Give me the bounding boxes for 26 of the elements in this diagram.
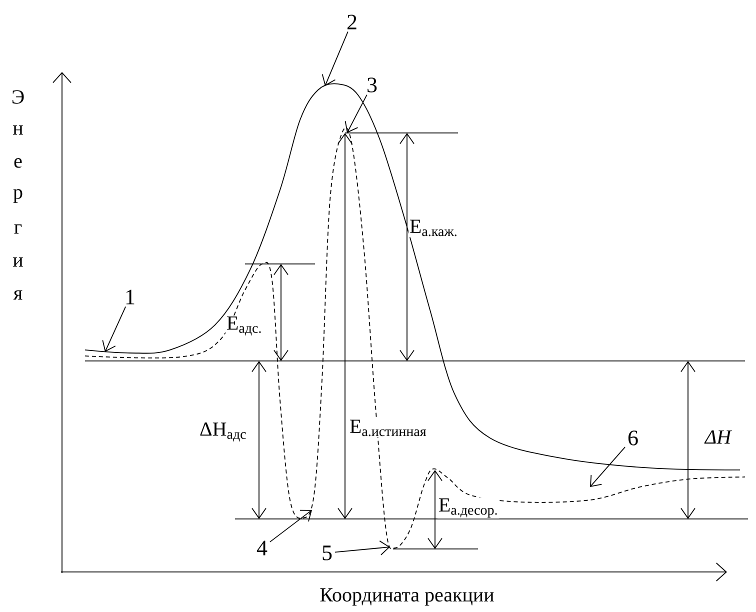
axis-label: Э (10, 89, 26, 105)
leader-line (344, 94, 368, 133)
axis-label: и (12, 256, 24, 268)
axis-label: я (12, 289, 24, 301)
callout-number: 1 (126, 290, 134, 304)
axis-label: н (12, 124, 24, 136)
axis-label: Координата реакции (318, 587, 496, 607)
energy-label: E$_{адс.}$ (225, 316, 264, 336)
callout-number: 5 (322, 546, 332, 560)
axis-label: г (12, 223, 24, 235)
callout-number: 3 (368, 78, 377, 92)
callout-number: 2 (347, 14, 356, 30)
callout-number: 4 (256, 540, 268, 556)
leader-line (590, 446, 626, 487)
energy-label: E$_{а.каж.}$ (408, 218, 459, 238)
energy-label: ΔH$_{адс}$ (198, 421, 248, 442)
axis-label: е (12, 157, 24, 169)
leader-line (334, 540, 390, 556)
leader-line (270, 510, 312, 542)
leader-line (322, 31, 348, 86)
energy-label: E$_{а.десор.}$ (437, 497, 500, 519)
callout-number: 6 (628, 430, 638, 446)
energy-label: ΔH (704, 429, 732, 445)
leader-line (102, 306, 126, 352)
axis-label: р (12, 188, 24, 204)
energy-label: $\mathrm{E}_{\text{а.истинная}}$ (348, 418, 428, 438)
